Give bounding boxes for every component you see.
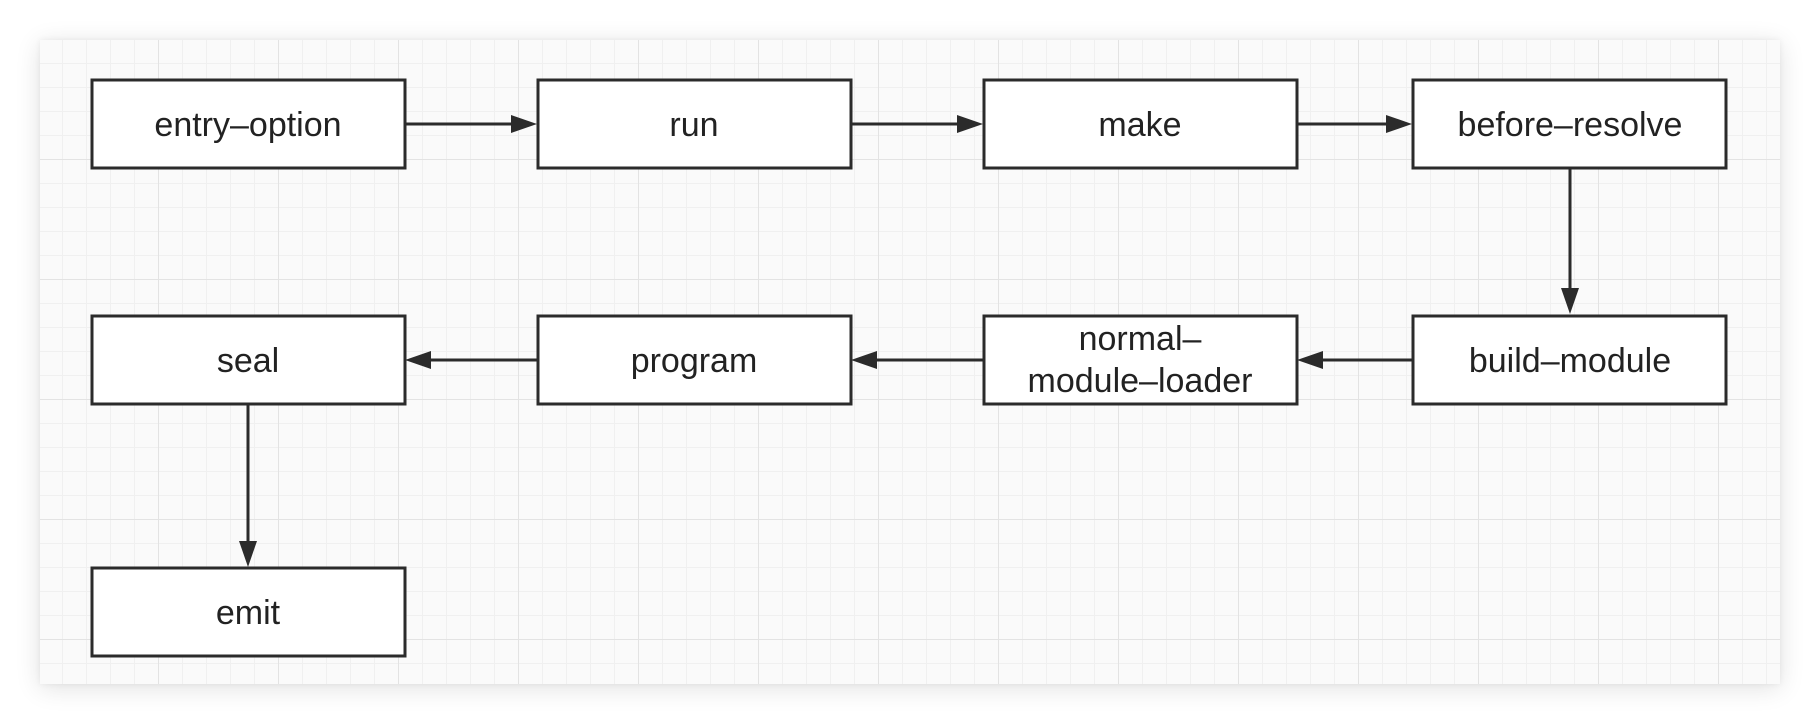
node-label: program bbox=[631, 342, 758, 380]
node-label: make bbox=[1098, 106, 1181, 144]
node-entry-option[interactable]: entry–option bbox=[90, 78, 407, 170]
node-label: before–resolve bbox=[1458, 106, 1683, 144]
node-label-line1: normal– bbox=[1079, 320, 1202, 358]
edge-seal-to-emit bbox=[239, 405, 257, 567]
node-program[interactable]: program bbox=[536, 314, 853, 406]
edge-before-resolve-to-build-module bbox=[1561, 169, 1579, 314]
node-build-module[interactable]: build–module bbox=[1411, 314, 1728, 406]
node-label: seal bbox=[217, 342, 279, 380]
node-label: run bbox=[669, 106, 718, 144]
node-label-line2: module–loader bbox=[1028, 362, 1253, 400]
node-seal[interactable]: seal bbox=[90, 314, 407, 406]
edge-build-module-to-normal-module-loader bbox=[1297, 351, 1412, 369]
node-normal-module-loader[interactable]: normal– module–loader bbox=[982, 314, 1299, 406]
node-run[interactable]: run bbox=[536, 78, 853, 170]
edge-run-to-make bbox=[851, 115, 983, 133]
edge-program-to-seal bbox=[405, 351, 537, 369]
node-label: emit bbox=[216, 594, 281, 632]
node-make[interactable]: make bbox=[982, 78, 1299, 170]
edge-normal-module-loader-to-program bbox=[851, 351, 983, 369]
node-label: build–module bbox=[1469, 342, 1671, 380]
node-emit[interactable]: emit bbox=[90, 566, 407, 658]
edge-entry-option-to-run bbox=[405, 115, 537, 133]
edge-make-to-before-resolve bbox=[1297, 115, 1412, 133]
node-before-resolve[interactable]: before–resolve bbox=[1411, 78, 1728, 170]
node-label: entry–option bbox=[154, 106, 341, 144]
